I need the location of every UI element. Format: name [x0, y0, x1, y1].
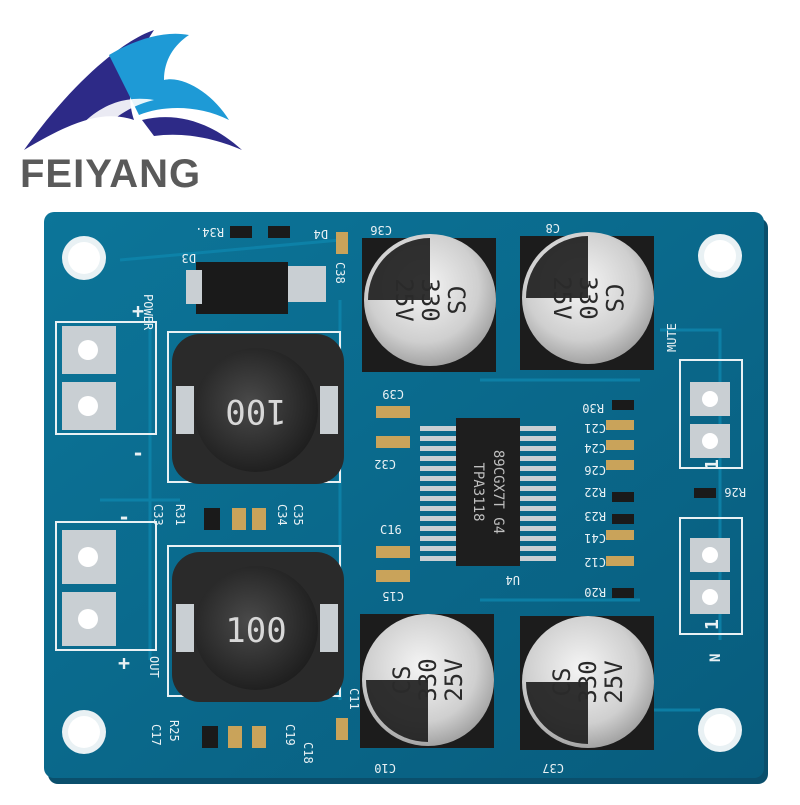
mounting-holes [62, 234, 742, 754]
polarity-minus-out: - [118, 505, 130, 529]
inductor-l2-marking: 100 [225, 611, 286, 651]
label-c35: C35 [291, 504, 305, 526]
output-terminal-pads [62, 530, 116, 646]
diode-d3 [186, 262, 326, 314]
polarity-plus-out: + [118, 651, 130, 675]
chip-u4-code: 89CGX7T G4 [490, 450, 506, 534]
label-c39: C39 [382, 387, 404, 401]
label-c19: C19 [283, 724, 297, 746]
label-power: POWER [141, 294, 155, 331]
label-c36: C36 [370, 223, 392, 237]
power-terminal-pads [62, 326, 116, 430]
capacitor-c10: CS 330 25V [360, 614, 494, 748]
logo-wing-blue [109, 33, 229, 120]
label-c41: C41 [584, 531, 606, 545]
label-pin1-mute: 1 [702, 459, 723, 470]
label-u4: U4 [506, 573, 520, 587]
mute-header-pads [690, 382, 730, 458]
label-r31: R31 [173, 504, 187, 526]
label-c8: C8 [546, 221, 560, 235]
label-c18: C18 [301, 742, 315, 764]
label-c37: C37 [542, 761, 564, 775]
capacitor-c8: CS 330 25V [520, 232, 654, 370]
capacitor-c37-value: 330 [574, 660, 602, 703]
label-c34: C34 [275, 504, 289, 526]
label-c24: C24 [584, 441, 606, 455]
capacitor-c36-voltage: 25V [390, 278, 418, 321]
capacitor-c37-brand: CS [548, 668, 576, 697]
label-c38: C38 [333, 262, 347, 284]
label-c17: C17 [149, 724, 163, 746]
label-out: OUT [147, 656, 161, 678]
label-c26: C26 [584, 463, 606, 477]
label-r23: R23 [584, 509, 606, 523]
label-c32: C32 [374, 457, 396, 471]
label-d4: D4 [314, 227, 328, 241]
label-n: N [708, 654, 724, 662]
gain-header-pads [690, 538, 730, 614]
label-c11: C11 [347, 688, 361, 710]
label-r26: R26 [724, 485, 746, 499]
capacitor-c37-voltage: 25V [600, 660, 628, 703]
capacitor-c36: CS 330 25V [362, 234, 496, 372]
capacitor-c8-value: 330 [574, 276, 602, 319]
capacitor-c8-voltage: 25V [548, 276, 576, 319]
polarity-minus-power: - [132, 441, 144, 465]
label-r22: R22 [584, 485, 606, 499]
capacitor-c36-value: 330 [416, 278, 444, 321]
brand-name: FEIYANG [20, 152, 202, 196]
label-r25: R25 [167, 720, 181, 742]
capacitor-c10-value: 330 [414, 658, 442, 701]
capacitor-c10-voltage: 25V [440, 658, 468, 701]
label-c33: C33 [151, 504, 165, 526]
capacitor-c36-brand: CS [442, 286, 470, 315]
capacitor-c8-brand: CS [600, 284, 628, 313]
label-r34: R34. [195, 225, 224, 239]
label-r30: R30 [582, 401, 604, 415]
capacitor-c10-brand: CS [388, 666, 416, 695]
label-r20: R20 [584, 585, 606, 599]
label-mute: MUTE [665, 323, 679, 352]
label-c21: C21 [584, 421, 606, 435]
label-c15: C15 [382, 589, 404, 603]
polarity-plus-power: + [132, 299, 144, 323]
chip-u4: 89CGX7T G4 TPA3118 [420, 418, 556, 566]
smd-components [202, 226, 716, 748]
label-pin1-gain: 1 [702, 619, 723, 630]
label-c16: C16 [380, 523, 402, 537]
brand-logo [14, 20, 254, 200]
inductor-l1-marking: 100 [225, 391, 286, 431]
inductor-l1: 100 [172, 334, 344, 484]
brand-logo-mark [24, 30, 242, 150]
logo-tail [142, 117, 242, 150]
label-c10: C10 [374, 761, 396, 775]
label-d3: D3 [182, 251, 196, 265]
chip-u4-part: TPA3118 [470, 462, 486, 521]
inductor-l2: 100 [172, 552, 344, 702]
label-c12: C12 [584, 555, 606, 569]
capacitor-c37: CS 330 25V [520, 616, 654, 750]
